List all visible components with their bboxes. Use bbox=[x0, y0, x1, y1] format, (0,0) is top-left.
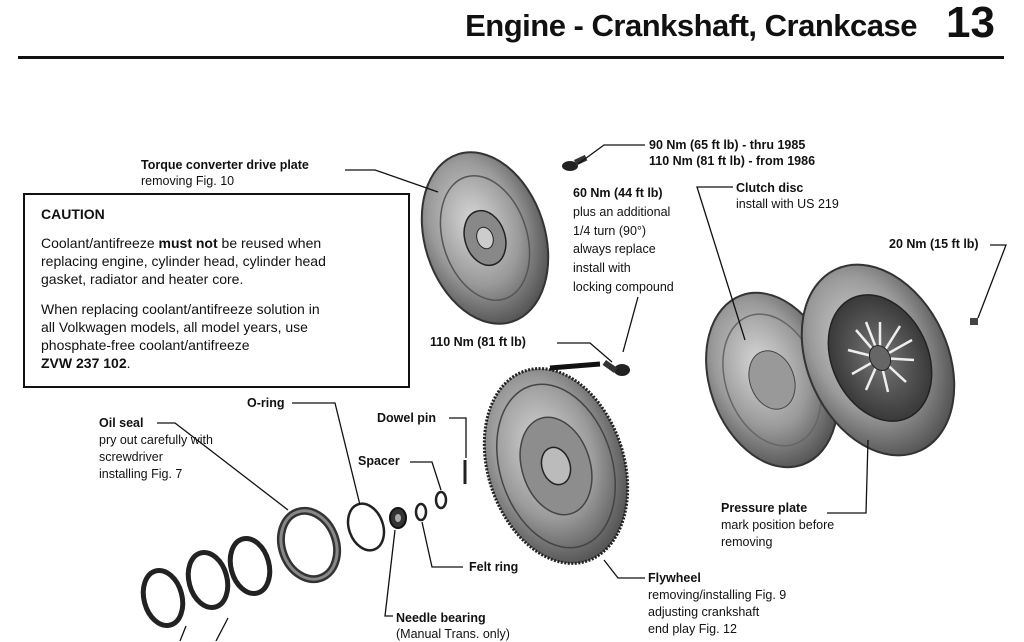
caution-paragraph-1: Coolant/antifreeze must not be reused wh… bbox=[41, 235, 326, 287]
header-rule bbox=[18, 56, 1004, 59]
leader-lines bbox=[157, 144, 1007, 641]
caution-emphasis: must not bbox=[158, 235, 218, 251]
spacer-ring bbox=[434, 490, 448, 510]
label-torque-converter: Torque converter drive plate removing Fi… bbox=[141, 158, 309, 188]
bolt-middle bbox=[602, 360, 630, 376]
ring-1 bbox=[227, 536, 273, 596]
bolt-top bbox=[562, 154, 588, 171]
caution-part-number: ZVW 237 102 bbox=[41, 355, 127, 371]
label-felt-ring: Felt ring bbox=[469, 560, 519, 574]
label-spacer: Spacer bbox=[358, 454, 400, 468]
label-bolt-torque-60: 60 Nm (44 ft lb) plus an additional 1/4 … bbox=[573, 186, 674, 294]
flywheel bbox=[482, 361, 630, 565]
label-flywheel: Flywheel removing/installing Fig. 9 adju… bbox=[648, 571, 787, 636]
caution-heading: CAUTION bbox=[41, 206, 105, 222]
label-o-ring: O-ring bbox=[247, 396, 285, 410]
oil-seal bbox=[276, 506, 342, 584]
label-pressure-plate: Pressure plate mark position before remo… bbox=[721, 501, 835, 549]
label-clutch-disc: Clutch disc install with US 219 bbox=[736, 181, 839, 211]
page-title: Engine - Crankshaft, Crankcase bbox=[465, 8, 917, 43]
caution-box: CAUTION Coolant/antifreeze must not be r… bbox=[23, 193, 410, 388]
bolt-small-right bbox=[970, 318, 978, 325]
label-oil-seal: Oil seal pry out carefully with screwdri… bbox=[99, 416, 213, 481]
label-dowel-pin: Dowel pin bbox=[377, 411, 437, 425]
caution-paragraph-2: When replacing coolant/antifreeze soluti… bbox=[41, 301, 320, 371]
torque-converter-plate bbox=[420, 151, 550, 325]
felt-ring bbox=[414, 502, 428, 522]
section-number: 13 bbox=[946, 0, 995, 47]
label-bolt-torque-90: 90 Nm (65 ft lb) - thru 1985 110 Nm (81 … bbox=[649, 138, 816, 168]
ring-3 bbox=[140, 568, 186, 628]
ring-2 bbox=[185, 550, 231, 610]
o-ring bbox=[346, 502, 386, 552]
pressure-plate bbox=[800, 263, 956, 457]
label-needle-bearing: Needle bearing (Manual Trans. only) bbox=[396, 611, 510, 641]
label-bolt-torque-20: 20 Nm (15 ft lb) bbox=[889, 237, 979, 251]
needle-bearing bbox=[389, 507, 407, 529]
label-bolt-torque-110: 110 Nm (81 ft lb) bbox=[430, 335, 526, 349]
